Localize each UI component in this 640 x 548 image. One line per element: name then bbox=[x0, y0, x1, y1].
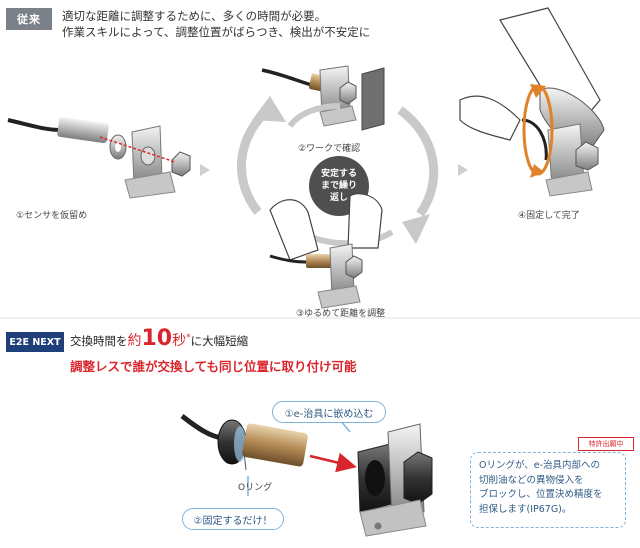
conventional-badge: 従来 bbox=[6, 8, 52, 30]
tagline: 調整レスで誰が交換しても同じ位置に取り付け可能 bbox=[70, 359, 357, 374]
patent-pending-badge: 特許出願中 bbox=[578, 437, 634, 451]
callout-fix: ②固定するだけ！ bbox=[182, 508, 284, 530]
step3-label: ③ゆるめて距離を調整 bbox=[296, 309, 386, 319]
repeat-text-line3: 返し bbox=[329, 193, 348, 203]
repeat-circle-text: 安定する まで繰り 返し bbox=[309, 168, 369, 204]
note-line1: Oリングが、e-治具内部への bbox=[479, 460, 601, 471]
time-unit: 秒 bbox=[172, 333, 187, 349]
repeat-text-line1: 安定する bbox=[320, 169, 357, 179]
step3-illustration bbox=[269, 193, 383, 309]
step1-label: ①センサを仮留め bbox=[16, 211, 88, 221]
note-line4: 担保します(IP67G)。 bbox=[479, 503, 572, 515]
headline-time: 交換時間を約10秒*に大幅短縮 bbox=[70, 326, 248, 351]
conventional-text-line2: 作業スキルによって、調整位置がばらつき、検出が不安定に bbox=[62, 25, 371, 39]
oring-note: Oリングが、e-治具内部への 切削油などの異物侵入を ブロックし、位置決め精度を… bbox=[470, 452, 626, 528]
oring-label: Oリング bbox=[238, 483, 273, 493]
step1-illustration bbox=[7, 117, 191, 199]
flow-arrow-1 bbox=[200, 164, 210, 176]
time-approx: 約 bbox=[127, 333, 142, 349]
e2e-next-badge: E2E NEXT bbox=[6, 332, 64, 352]
time-value: 10 bbox=[141, 326, 173, 351]
time-mark: * bbox=[186, 333, 191, 344]
step4-illustration bbox=[459, 7, 605, 197]
e2e-next-illustration bbox=[180, 414, 433, 537]
step2-label: ②ワークで確認 bbox=[298, 144, 361, 154]
repeat-text-line2: まで繰り bbox=[320, 181, 357, 191]
note-line3: ブロックし、位置決め精度を bbox=[479, 489, 603, 500]
time-prefix: 交換時間を bbox=[70, 334, 128, 348]
flow-arrow-2 bbox=[458, 164, 468, 176]
time-suffix: に大幅短縮 bbox=[190, 334, 249, 348]
callout-insert: ①e-治具に嵌め込む bbox=[272, 401, 386, 423]
step2-illustration bbox=[261, 65, 385, 131]
step4-label: ④固定して完了 bbox=[518, 211, 580, 221]
note-line2: 切削油などの異物侵入を bbox=[479, 474, 584, 486]
conventional-text-line1: 適切な距離に調整するために、多くの時間が必要。 bbox=[62, 9, 327, 23]
